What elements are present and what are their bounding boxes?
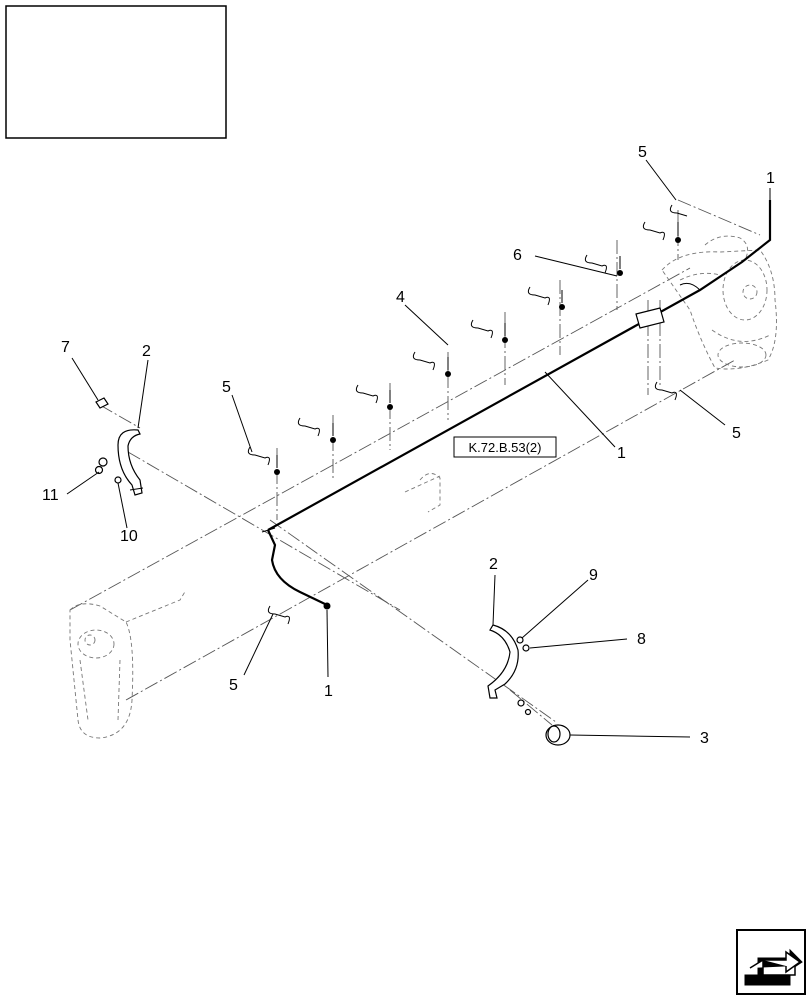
leader-lines bbox=[66, 159, 771, 738]
harness-connector bbox=[635, 307, 665, 329]
callout-10: 10 bbox=[120, 528, 138, 545]
callout-1-bottom: 1 bbox=[324, 683, 333, 700]
reference-label-text: K.72.B.53(2) bbox=[469, 440, 542, 455]
callout-11: 11 bbox=[42, 487, 59, 504]
wire-harness bbox=[261, 200, 772, 610]
clamp-bracket-right bbox=[487, 624, 532, 716]
clip-fasteners bbox=[274, 222, 681, 475]
callout-5-top: 5 bbox=[638, 144, 647, 161]
callout-7: 7 bbox=[61, 339, 70, 356]
callout-6: 6 bbox=[513, 247, 522, 264]
callout-2-right: 2 bbox=[489, 556, 498, 573]
title-block bbox=[5, 5, 227, 139]
callout-4: 4 bbox=[396, 289, 405, 306]
auger-tube-phantom bbox=[69, 199, 761, 726]
callout-5-bottom: 5 bbox=[229, 677, 238, 694]
auger-end-housing-left bbox=[69, 589, 187, 739]
mid-tube-clamp-ghost bbox=[404, 473, 441, 513]
callout-1-top: 1 bbox=[766, 170, 775, 187]
next-page-arrow-icon[interactable] bbox=[736, 929, 806, 995]
callout-numbers: 1 5 6 4 5 5 1 7 2 11 10 2 9 8 5 1 3 bbox=[42, 144, 775, 747]
callout-2-left: 2 bbox=[142, 343, 151, 360]
clamp-bracket-left bbox=[94, 397, 144, 496]
callout-5-mid-left: 5 bbox=[222, 379, 231, 396]
callout-1-middle: 1 bbox=[617, 445, 626, 462]
end-cap bbox=[545, 724, 571, 746]
callout-3: 3 bbox=[700, 730, 709, 747]
wire-clips bbox=[247, 204, 688, 625]
callout-5-right: 5 bbox=[732, 425, 741, 442]
callout-8: 8 bbox=[637, 631, 646, 648]
callout-9: 9 bbox=[589, 567, 598, 584]
reference-label-box[interactable]: K.72.B.53(2) bbox=[453, 436, 557, 458]
